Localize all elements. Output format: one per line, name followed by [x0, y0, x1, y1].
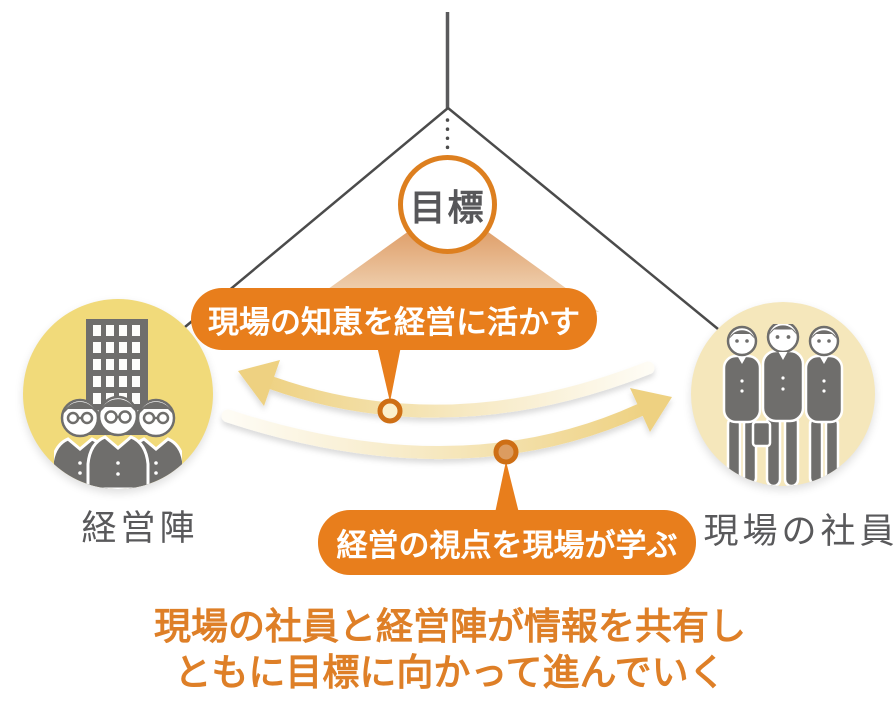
- lower-arc-arrow: [221, 388, 672, 460]
- employee-figure: [722, 324, 844, 486]
- right-arrowhead-icon: [630, 388, 672, 432]
- left-arrowhead-icon: [238, 360, 280, 406]
- goal-label: 目標: [409, 186, 486, 228]
- employees-label: 現場の社員: [703, 512, 896, 551]
- banner-bottom-label: 経営の視点を現場が学ぶ: [336, 528, 678, 563]
- manager-figure: [54, 395, 182, 489]
- banner-top-label: 現場の知恵を経営に活かす: [208, 304, 580, 340]
- banner-top: 現場の知恵を経営に活かす: [191, 288, 597, 350]
- focus-beam-triangle: [296, 203, 599, 312]
- building-managers-icon: [54, 319, 182, 489]
- banner-bottom: 経営の視点を現場が学ぶ: [318, 510, 696, 575]
- goal-circle: 目標: [398, 155, 497, 254]
- upper-arc-arrow: [238, 360, 655, 418]
- top-banner-tail: [377, 346, 401, 402]
- management-circle: [23, 299, 213, 489]
- briefcase-icon: [751, 420, 772, 448]
- caption-line-1: 現場の社員と経営陣が情報を共有し: [154, 606, 746, 647]
- caption: 現場の社員と経営陣が情報を共有し ともに目標に向かって進んでいく: [154, 604, 746, 696]
- management-label: 経営陣: [81, 509, 199, 548]
- pendulum-right-line: [447, 107, 719, 330]
- upper-pivot-marker: [377, 398, 403, 424]
- employees-circle: [691, 302, 875, 486]
- lower-pivot-marker: [493, 439, 519, 465]
- caption-line-2: ともに目標に向かって進んでいく: [174, 652, 726, 693]
- employees-icon: [722, 324, 844, 486]
- bottom-banner-tail: [495, 461, 519, 513]
